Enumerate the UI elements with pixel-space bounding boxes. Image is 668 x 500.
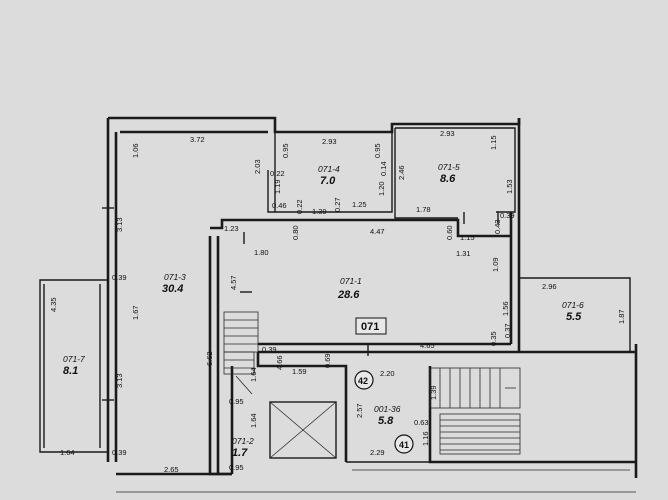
room-id-071-2: 071-2 [232,436,254,446]
dim-label: 4.65 [420,341,435,350]
room-area-071-3: 30.4 [162,283,183,295]
room-area-071-5: 8.6 [440,173,456,185]
dim-label: 1.15 [460,233,475,242]
staircase-left [223,311,259,395]
dim-label: 2.57 [355,403,364,418]
dim-label: 1.39 [429,385,438,400]
dim-label: 1.87 [617,309,626,324]
dim-label: 0.69 [323,353,332,368]
marker-circle-41 [394,434,414,454]
dim-label: 0.39 [262,345,277,354]
marker-label-41: 41 [399,440,409,450]
dim-label: 0.35 [489,331,498,346]
dim-label: 6.62 [205,351,214,366]
dim-label: 0.95 [281,143,290,158]
dim-label: 0.95 [229,397,244,406]
dim-label: 0.46 [272,201,287,210]
dim-label: 0.22 [270,169,285,178]
elevator-shaft [269,401,337,459]
walls [39,116,638,493]
room-area-071-7: 8.1 [63,365,78,377]
room-id-071-4: 071-4 [318,164,340,174]
dim-label: 1.20 [377,181,386,196]
dim-label: 0.60 [445,225,454,240]
room-area-071-4: 7.0 [320,175,336,187]
door-marks [102,207,499,401]
dim-label: 4.47 [370,227,385,236]
dim-label: 1.15 [489,135,498,150]
dim-label: 2.93 [440,129,455,138]
apartment-label-box [355,317,387,335]
dim-label: 0.39 [112,273,127,282]
dim-label: 1.64 [249,413,258,428]
dim-label: 3.72 [190,135,205,144]
dim-label: 2.65 [164,465,179,474]
dim-label: 1.31 [456,249,471,258]
apartment-label: 071 [361,321,379,333]
dim-label: 0.43 [493,219,502,234]
room-id-001-36: 001-36 [374,404,401,414]
room-id-071-5: 071-5 [438,162,460,172]
dim-label: 1.56 [501,301,510,316]
dim-label: 3.13 [115,217,124,232]
dim-label: 1.78 [416,205,431,214]
dim-label: 0.95 [229,463,244,472]
dim-label: 4.35 [49,297,58,312]
room-area-071-1: 28.6 [337,289,360,301]
staircase-right [429,367,521,455]
room-area-001-36: 5.8 [378,415,394,427]
dim-label: 0.80 [291,225,300,240]
dim-label: 2.46 [397,165,406,180]
dim-label: 1.39 [312,207,327,216]
dim-label: 3.13 [115,373,124,388]
dim-label: 1.19 [273,179,282,194]
dim-label: 0.63 [414,418,429,427]
dim-label: 0.27 [333,197,342,212]
dim-label: 2.93 [322,137,337,146]
dim-label: 0.39 [112,448,127,457]
dim-label: 1.59 [292,367,307,376]
room-area-071-6: 5.5 [566,311,582,323]
room-id-071-6: 071-6 [562,300,584,310]
dim-label: 1.09 [491,257,500,272]
dim-label: 1.16 [421,431,430,446]
dim-label: 0.39 [500,211,515,220]
dimension-labels: 3.72 2.93 2.93 0.22 0.46 1.39 1.25 1.78 … [60,129,557,474]
dim-label: 2.96 [542,282,557,291]
room-id-071-1: 071-1 [340,276,362,286]
dim-label: 0.37 [503,323,512,338]
dim-label: 1.67 [131,305,140,320]
dim-label: 4.57 [229,275,238,290]
dim-label: 1.06 [131,143,140,158]
marker-label-42: 42 [358,376,368,386]
dim-label: 0.22 [295,199,304,214]
dim-label: 1.23 [224,224,239,233]
room-id-071-3: 071-3 [164,272,186,282]
dimension-labels-vertical: 1.06 0.95 0.95 2.03 1.19 0.14 1.20 0.22 … [49,135,626,446]
dim-label: 1.64 [249,367,258,382]
room-id-071-7: 071-7 [63,354,85,364]
dim-label: 0.14 [379,161,388,176]
dim-label: 0.95 [373,143,382,158]
dim-label: 2.20 [380,369,395,378]
dim-label: 4.66 [275,355,284,370]
room-area-071-2: 1.7 [232,447,248,459]
marker-circle-42 [354,370,374,390]
dim-label: 1.25 [352,200,367,209]
dim-label: 1.64 [60,448,75,457]
dim-label: 2.29 [370,448,385,457]
dim-label: 2.03 [253,159,262,174]
dim-label: 1.53 [505,179,514,194]
dim-label: 1.80 [254,248,269,257]
